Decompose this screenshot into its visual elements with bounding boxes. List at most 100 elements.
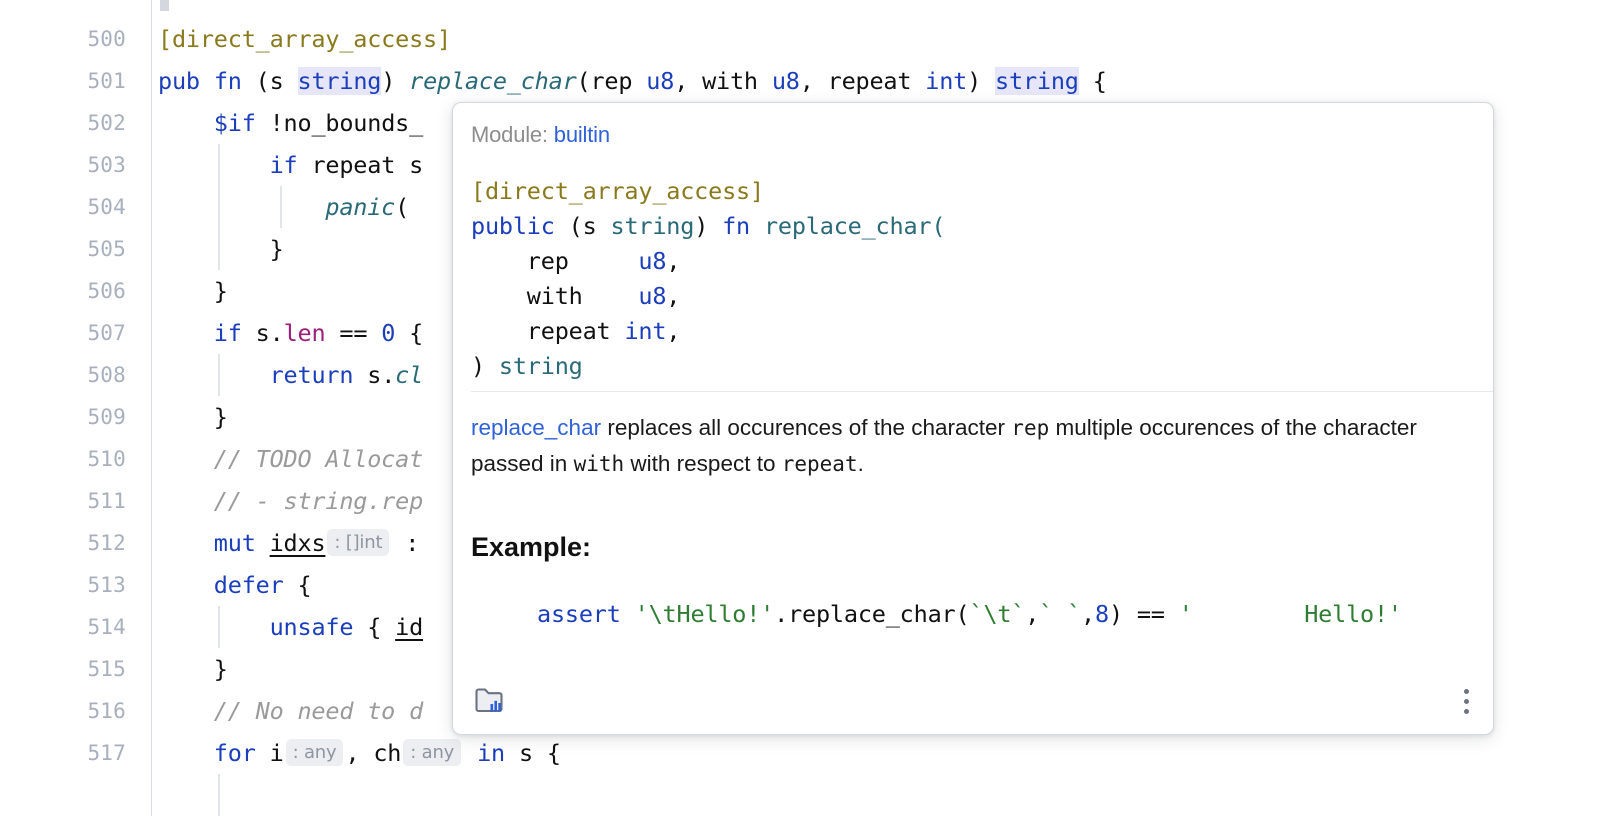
more-options-icon[interactable] xyxy=(1453,684,1479,718)
description-code-rep: rep xyxy=(1011,416,1050,440)
code-line-517[interactable]: for i: any, ch: any in s { xyxy=(213,739,561,767)
line-number[interactable]: 516 xyxy=(87,699,126,723)
code-line-504[interactable]: panic( xyxy=(325,193,410,221)
line-number[interactable]: 504 xyxy=(87,195,126,219)
code-line-501[interactable]: pub fn (s string) replace_char(rep u8, w… xyxy=(158,67,1107,95)
public-keyword: public xyxy=(471,212,555,240)
line-number[interactable]: 510 xyxy=(87,447,126,471)
line-number[interactable]: 502 xyxy=(87,111,126,135)
line-number[interactable]: 512 xyxy=(87,531,126,555)
folder-module-icon[interactable] xyxy=(474,687,504,714)
code-line-500[interactable]: [direct_array_access] xyxy=(158,25,451,53)
code-line-506[interactable]: } xyxy=(213,277,228,305)
code-line-512[interactable]: mut idxs: []int : xyxy=(213,529,420,557)
code-line-502[interactable]: $if !no_bounds_ xyxy=(213,109,424,137)
module-link[interactable]: builtin xyxy=(553,122,610,147)
code-line-514[interactable]: unsafe { id xyxy=(269,613,424,641)
popup-footer xyxy=(453,664,1493,734)
code-line-510[interactable]: // TODO Allocat xyxy=(213,445,424,473)
param-name: with xyxy=(526,282,583,310)
line-number[interactable]: 500 xyxy=(87,27,126,51)
line-number[interactable]: 507 xyxy=(87,321,126,345)
code-line-513[interactable]: defer { xyxy=(213,571,312,599)
line-number[interactable]: 505 xyxy=(87,237,126,261)
return-open: ) xyxy=(471,352,499,380)
popup-divider xyxy=(471,391,1493,392)
line-number[interactable]: 503 xyxy=(87,153,126,177)
inlay-hint-type[interactable]: : any xyxy=(285,739,344,766)
code-line-503[interactable]: if repeat s xyxy=(269,151,424,179)
gutter-divider xyxy=(151,0,152,816)
example-heading: Example: xyxy=(471,532,592,562)
param-pad xyxy=(583,282,639,310)
code-line-509[interactable]: } xyxy=(213,403,228,431)
code-line-511[interactable]: // - string.rep xyxy=(213,487,424,515)
line-number[interactable]: 508 xyxy=(87,363,126,387)
documentation-popup[interactable]: Module: builtin [direct_array_access] pu… xyxy=(452,102,1494,735)
fn-keyword: fn xyxy=(722,212,751,240)
example-arg-repeat: 8 xyxy=(1094,600,1109,628)
line-number[interactable]: 511 xyxy=(87,489,126,513)
example-string-input: '\tHello!' xyxy=(620,600,775,628)
attribute-text: [direct_array_access] xyxy=(471,177,764,205)
signature-param-line: with u8, xyxy=(471,279,1493,314)
code-line-508[interactable]: return s.cl xyxy=(269,361,424,389)
inlay-hint-type[interactable]: : any xyxy=(403,739,462,766)
function-name: replace_char( xyxy=(750,212,946,240)
param-pad xyxy=(569,247,639,275)
description-code-repeat: repeat xyxy=(781,452,858,476)
line-number[interactable]: 514 xyxy=(87,615,126,639)
description-part3: with respect to xyxy=(624,451,782,476)
description-code-with: with xyxy=(573,452,625,476)
line-number[interactable]: 517 xyxy=(87,741,126,765)
code-content[interactable]: [direct_array_access] pub fn (s string) … xyxy=(152,0,1622,816)
example-arg-space: ` ` xyxy=(1039,600,1082,628)
code-line-505[interactable]: } xyxy=(269,235,284,263)
module-label: Module: xyxy=(471,122,548,147)
example-arg-tab: `\t` xyxy=(969,600,1026,628)
example-code-block: assert '\tHello!'.replace_char(`\t`,` `,… xyxy=(537,597,1477,631)
example-assert-keyword: assert xyxy=(537,600,621,628)
example-expected-string: ' Hello!' xyxy=(1178,600,1402,628)
gutter-fold-marker xyxy=(160,0,169,11)
signature-param-line: rep u8, xyxy=(471,244,1493,279)
indent-guide xyxy=(280,186,282,228)
editor-gutter: 500 501 502 503 504 505 506 507 508 509 … xyxy=(0,0,152,816)
example-equality-op: == xyxy=(1136,600,1179,628)
module-line: Module: builtin xyxy=(471,117,1493,152)
description-part1: replaces all occurences of the character xyxy=(601,415,1012,440)
code-line-516[interactable]: // No need to d xyxy=(213,697,424,725)
line-number[interactable]: 501 xyxy=(87,69,126,93)
receiver-open: (s xyxy=(554,212,611,240)
param-comma: , xyxy=(666,247,681,275)
signature-return-line: ) string xyxy=(471,349,1493,384)
kebab-dot xyxy=(1463,698,1469,704)
line-number[interactable]: 506 xyxy=(87,279,126,303)
param-comma: , xyxy=(666,317,681,345)
example-method-call: .replace_char( xyxy=(774,600,970,628)
param-comma: , xyxy=(666,282,681,310)
kebab-dot xyxy=(1463,688,1469,694)
signature-declaration-line: public (s string) fn replace_char( xyxy=(471,209,1493,244)
inlay-hint-type[interactable]: : []int xyxy=(327,529,390,556)
line-number[interactable]: 513 xyxy=(87,573,126,597)
return-type: string xyxy=(498,352,583,380)
indent-guide xyxy=(218,354,220,396)
param-name: repeat xyxy=(526,317,611,345)
line-number[interactable]: 509 xyxy=(87,405,126,429)
kebab-dot xyxy=(1463,708,1469,714)
param-type: u8 xyxy=(638,282,667,310)
description-function-link[interactable]: replace_char xyxy=(471,415,602,440)
line-number[interactable]: 515 xyxy=(87,657,126,681)
code-line-507[interactable]: if s.len == 0 { xyxy=(213,319,424,347)
code-line-515[interactable]: } xyxy=(213,655,228,683)
indent-guide xyxy=(218,606,220,648)
description-paragraph: replace_char replaces all occurences of … xyxy=(471,410,1477,482)
signature-section: Module: builtin [direct_array_access] pu… xyxy=(453,103,1493,391)
receiver-type: string xyxy=(610,212,695,240)
signature-param-line: repeat int, xyxy=(471,314,1493,349)
description-part2: multiple occurences of the character pas… xyxy=(471,415,1417,476)
documentation-body: replace_char replaces all occurences of … xyxy=(471,392,1477,662)
indent-guide xyxy=(218,774,220,816)
